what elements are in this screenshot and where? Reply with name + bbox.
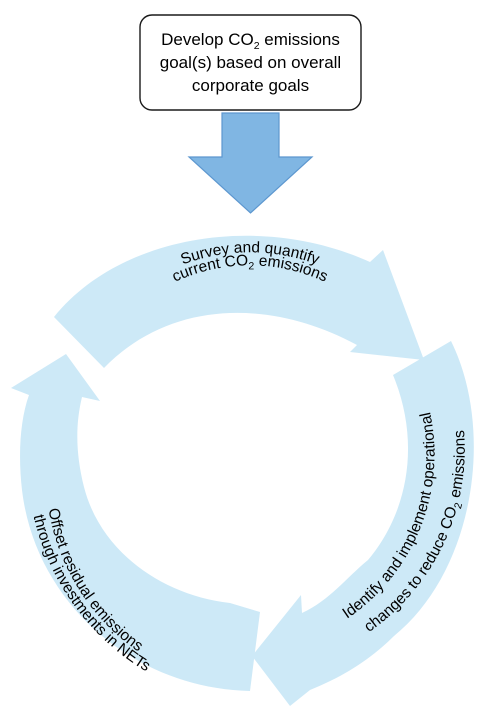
goal-box-line-1: Develop CO2 emissions <box>161 30 340 52</box>
survey-cycle-arrow <box>54 235 424 368</box>
goal-box <box>139 14 362 111</box>
goal-down-arrow <box>187 112 314 214</box>
goal-box-line-3: corporate goals <box>192 76 309 95</box>
identify-cycle-arrow <box>252 341 474 706</box>
goal-box-line-2: goal(s) based on overall <box>160 53 341 72</box>
offset-cycle-arrow <box>11 354 260 691</box>
